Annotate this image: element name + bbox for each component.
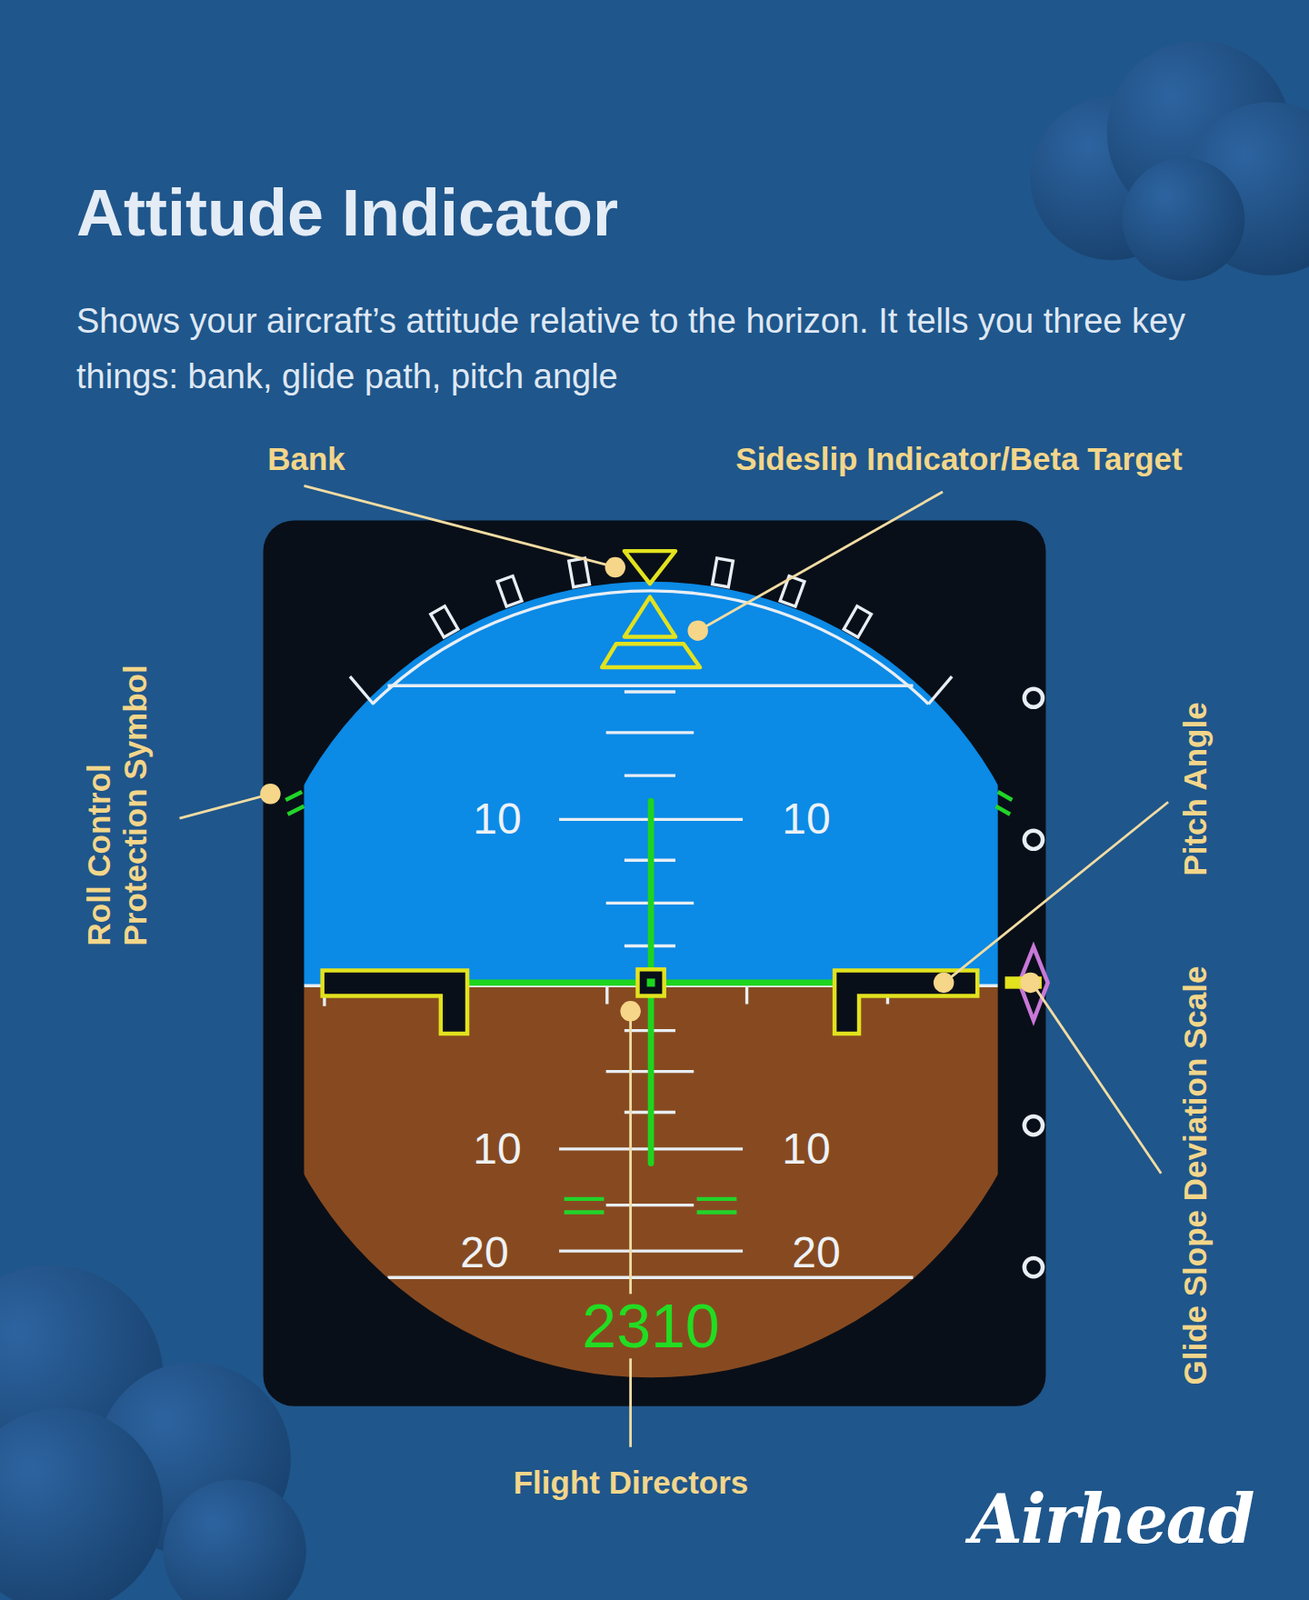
cloud xyxy=(0,40,1309,1600)
attitude-sphere xyxy=(624,689,676,693)
leader-line xyxy=(303,485,612,567)
leader-line xyxy=(179,485,1170,1447)
aircraft-symbol xyxy=(322,969,468,1034)
attitude-sphere xyxy=(564,1199,738,1213)
roll-protection-symbol xyxy=(998,791,1013,800)
bank-pointer xyxy=(601,550,700,668)
attitude-sphere xyxy=(624,773,676,777)
part-label: Roll Control Protection Symbol xyxy=(80,632,155,947)
leader-dot xyxy=(687,619,708,640)
attitude-sphere xyxy=(303,509,998,1429)
title: Attitude Indicator xyxy=(76,175,619,251)
attitude-sphere xyxy=(564,1197,605,1201)
glide-slope-scale xyxy=(1024,830,1043,850)
pitch-number: 10 xyxy=(472,793,521,844)
aircraft-symbol xyxy=(834,969,978,1034)
flight-director xyxy=(469,800,837,1163)
pitch-number: 10 xyxy=(781,793,830,844)
aircraft-symbol xyxy=(637,969,664,996)
pitch-number: 20 xyxy=(459,1227,509,1278)
leader-dot xyxy=(259,557,1041,1022)
leader-dot xyxy=(605,557,626,578)
roll-protection-symbol xyxy=(995,806,1010,815)
bank-scale xyxy=(430,606,459,638)
attitude-sphere xyxy=(564,1209,605,1214)
leader-line xyxy=(701,491,943,629)
aircraft-symbol xyxy=(322,969,979,1034)
roll-protection-symbol xyxy=(285,791,302,800)
attitude-sphere xyxy=(559,1249,743,1252)
attitude-sphere xyxy=(605,985,609,1004)
bank-pointer xyxy=(601,643,700,668)
leader-dot xyxy=(619,1000,640,1021)
attitude-sphere xyxy=(745,985,749,1004)
radio-altitude: 2310 xyxy=(576,1293,725,1359)
bank-scale xyxy=(843,606,871,638)
glide-slope-scale xyxy=(1024,1258,1043,1277)
leader-line xyxy=(629,1014,632,1448)
attitude-sphere xyxy=(255,509,1051,1445)
part-label: Glide Slope Deviation Scale xyxy=(1177,966,1214,1386)
attitude-sphere xyxy=(606,730,695,734)
part-label: Bank xyxy=(267,440,346,478)
roll-protection-symbol xyxy=(288,806,305,815)
part-label: Sideslip Indicator/Beta Target xyxy=(735,440,1182,478)
cloud xyxy=(163,1479,307,1600)
leader-line xyxy=(179,794,269,819)
leader-dot xyxy=(259,783,280,804)
attitude-sphere xyxy=(697,1209,738,1214)
cloud xyxy=(0,1408,164,1600)
attitude-sphere xyxy=(697,1197,738,1201)
glide-slope-scale xyxy=(1024,689,1043,708)
leader-line xyxy=(1034,986,1161,1173)
bank-scale xyxy=(712,558,734,588)
bank-scale xyxy=(497,576,522,608)
glide-slope-scale xyxy=(1024,1116,1043,1135)
caption: Shows your aircraft’s attitude relative … xyxy=(76,293,1250,405)
glide-slope-diamond xyxy=(1019,947,1048,1021)
bank-pointer xyxy=(624,597,676,638)
pitch-number: 10 xyxy=(472,1123,521,1174)
leader-dot xyxy=(1019,972,1040,993)
attitude-sphere xyxy=(606,1203,695,1207)
pitch-number: 20 xyxy=(791,1227,840,1278)
part-label: Flight Directors xyxy=(513,1464,750,1501)
aircraft-dot xyxy=(647,978,656,987)
leader-dot xyxy=(933,972,954,993)
attitude-sphere xyxy=(388,684,914,688)
attitude-sphere xyxy=(303,685,998,1278)
bank-scale xyxy=(372,590,930,705)
bank-pointer xyxy=(624,550,676,584)
logo: Airhead xyxy=(969,1480,1253,1559)
leader-line xyxy=(947,801,1170,980)
cloud xyxy=(1122,158,1246,281)
bank-scale xyxy=(928,676,952,704)
bank-scale xyxy=(569,558,590,588)
part-label: Pitch Angle xyxy=(1177,701,1214,876)
pitch-number: 10 xyxy=(781,1123,830,1174)
bank-scale xyxy=(779,576,805,608)
bank-scale xyxy=(349,676,374,704)
